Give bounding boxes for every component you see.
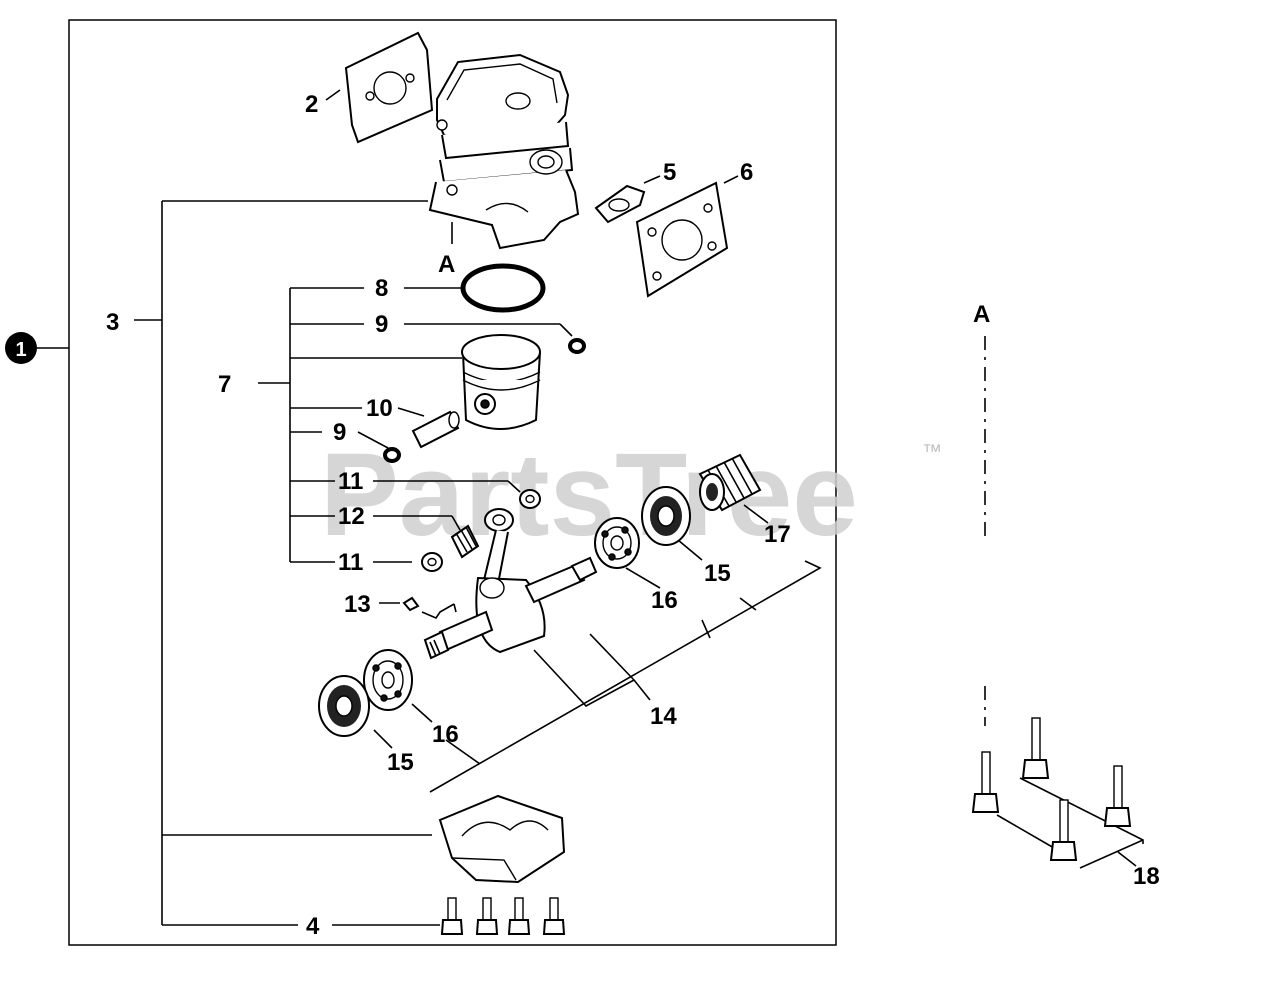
part-18-bolts[interactable] xyxy=(971,717,1132,861)
bracket-7 xyxy=(258,287,462,563)
part-12-needle-bearing[interactable] xyxy=(450,524,480,559)
callout-10[interactable]: 10 xyxy=(366,395,393,422)
part-9-circlip-lower[interactable] xyxy=(383,447,401,463)
part-2-gasket[interactable] xyxy=(344,31,434,144)
diagram-frame xyxy=(68,19,837,946)
watermark-trademark: ™ xyxy=(922,441,942,463)
callout-5[interactable]: 5 xyxy=(663,159,676,186)
part-15-seal-lower[interactable] xyxy=(318,675,370,737)
part-cylinder[interactable] xyxy=(428,53,580,250)
callout-12[interactable]: 12 xyxy=(338,503,365,530)
reference-a-main: A xyxy=(438,251,455,278)
part-13-key[interactable] xyxy=(402,596,457,619)
callout-2[interactable]: 2 xyxy=(305,91,318,118)
callout-11-upper[interactable]: 11 xyxy=(338,468,363,495)
part-8-ring[interactable] xyxy=(460,263,546,313)
callout-labels: 2 3 4 5 6 7 8 9 10 9 11 12 11 13 14 15 1… xyxy=(106,91,1160,940)
part-17-collar[interactable] xyxy=(698,453,762,512)
callout-17[interactable]: 17 xyxy=(764,521,791,548)
part-15-seal-upper[interactable] xyxy=(641,486,691,546)
part-10-pin[interactable] xyxy=(411,410,460,449)
callout-16-upper[interactable]: 16 xyxy=(651,587,678,614)
callout-11-lower[interactable]: 11 xyxy=(338,549,363,576)
part-11-washer-upper[interactable] xyxy=(519,489,541,509)
callout-15-upper[interactable]: 15 xyxy=(704,560,731,587)
part-11-washer-lower[interactable] xyxy=(421,552,443,572)
callout-8[interactable]: 8 xyxy=(375,275,388,302)
callout-18[interactable]: 18 xyxy=(1133,863,1160,890)
svg-text:1: 1 xyxy=(15,339,26,361)
callout-7[interactable]: 7 xyxy=(218,371,231,398)
callout-3[interactable]: 3 xyxy=(106,309,119,336)
reference-a-detail: A xyxy=(973,301,990,328)
callout-14[interactable]: 14 xyxy=(650,703,677,730)
part-4-screws[interactable] xyxy=(440,897,566,935)
leader-lines xyxy=(325,89,1144,926)
part-6-gasket[interactable] xyxy=(635,181,729,298)
bracket-3 xyxy=(134,200,432,926)
part-5-gasket[interactable] xyxy=(594,184,646,224)
part-piston[interactable] xyxy=(461,334,541,430)
callout-4[interactable]: 4 xyxy=(306,913,320,940)
callout-16-lower[interactable]: 16 xyxy=(432,721,459,748)
callout-13[interactable]: 13 xyxy=(344,591,371,618)
callout-9-upper[interactable]: 9 xyxy=(375,311,388,338)
part-16-bearing-upper[interactable] xyxy=(594,517,640,569)
callout-6[interactable]: 6 xyxy=(740,159,753,186)
part-crankcase[interactable] xyxy=(438,794,566,884)
part-16-bearing-lower[interactable] xyxy=(363,649,413,711)
callout-15-lower[interactable]: 15 xyxy=(387,749,414,776)
assembly-marker[interactable]: 1 xyxy=(5,332,37,364)
callout-9-lower[interactable]: 9 xyxy=(333,419,346,446)
part-crankshaft[interactable] xyxy=(423,508,598,660)
watermark-text: PartsTree xyxy=(320,429,858,561)
part-9-circlip-upper[interactable] xyxy=(568,338,586,354)
